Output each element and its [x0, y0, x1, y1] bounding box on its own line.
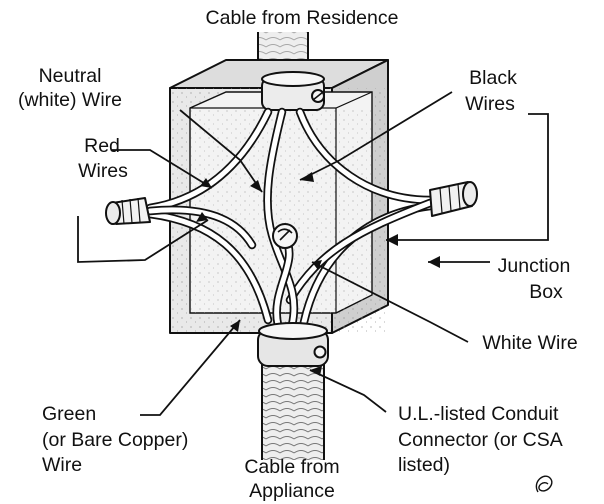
label-green-wire-line2: (or Bare Copper) [42, 429, 188, 451]
upper-connector [261, 71, 325, 111]
connector-screw-icon [311, 89, 325, 103]
label-red-wires-line1: Red [84, 135, 120, 157]
leader-arrowheads [196, 172, 440, 376]
label-neutral-white-wire-line1: Neutral [39, 65, 102, 87]
label-green-wire-line3: Wire [42, 454, 82, 476]
label-conduit-connector-line3: listed) [398, 454, 450, 476]
label-black-wires-line1: Black [469, 67, 517, 89]
label-cable-from-appliance-line1: Cable from [244, 456, 339, 478]
green-screw-icon [272, 223, 298, 249]
wire-nut-icon [429, 181, 478, 217]
label-junction-box-line1: Junction [498, 255, 571, 277]
wires [145, 107, 435, 330]
label-conduit-connector-line2: Connector (or CSA [398, 429, 563, 451]
label-green-wire-line1: Green [42, 403, 96, 425]
label-black-wires-line2: Wires [465, 93, 515, 115]
label-cable-from-residence: Cable from Residence [206, 7, 399, 29]
label-cable-from-appliance-line2: Appliance [249, 480, 335, 502]
label-neutral-white-wire-line2: (white) Wire [18, 89, 122, 111]
label-conduit-connector-line1: U.L.-listed Conduit [398, 403, 559, 425]
leader-lines [77, 91, 549, 416]
label-white-wire: White Wire [482, 332, 577, 354]
conduit-icon [257, 322, 329, 460]
label-junction-box-line2: Box [529, 281, 563, 303]
label-red-wires-line2: Wires [78, 160, 128, 182]
wire-nut-icon [105, 197, 151, 225]
publisher-mark-icon [535, 475, 553, 493]
